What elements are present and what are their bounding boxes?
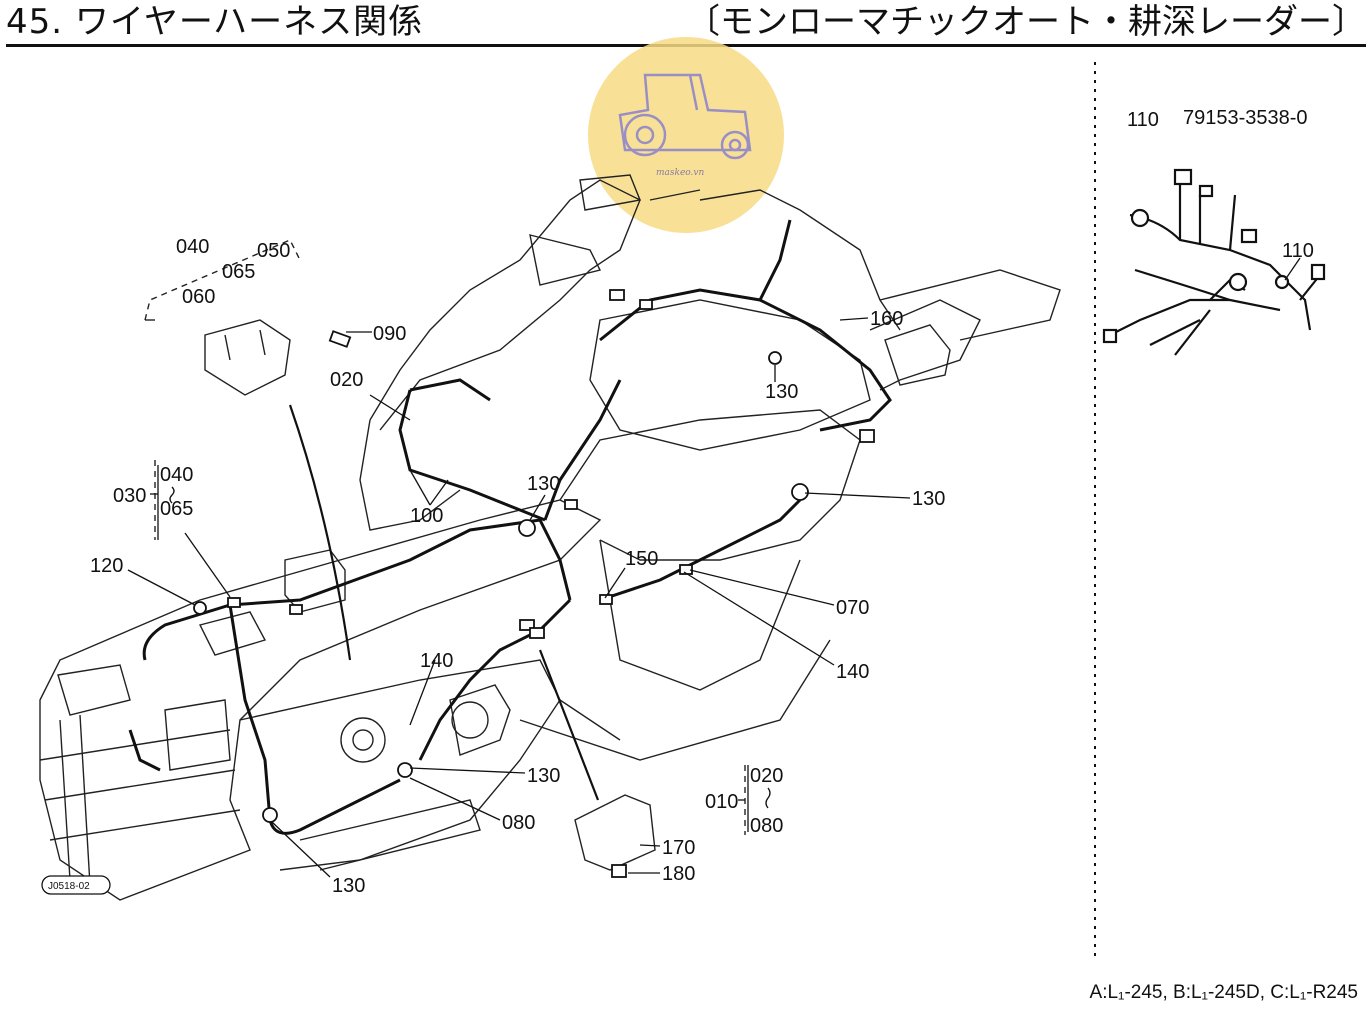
page-title: 45. ワイヤーハーネス関係 <box>6 2 424 42</box>
callout-080-range: 080 <box>750 815 783 837</box>
model-applicability: A:L₁-245, B:L₁-245D, C:L₁-R245 <box>1089 982 1358 1003</box>
watermark-text: maskeo.vn <box>656 168 705 178</box>
callout-130-rear: 130 <box>912 488 945 510</box>
callout-090: 090 <box>373 323 406 345</box>
callout-050: 050 <box>257 240 290 262</box>
inset-part-number: 79153-3538-0 <box>1183 107 1308 129</box>
callout-010: 010 <box>705 791 738 813</box>
callout-labels: 040 050 065 060 090 020 030 040 065 120 … <box>90 107 1314 897</box>
watermark: maskeo.vn <box>588 37 784 233</box>
connectors <box>193 289 875 878</box>
inset-leader <box>1284 257 1301 281</box>
callout-070: 070 <box>836 597 869 619</box>
range-brackets <box>150 465 771 832</box>
callout-140-engine: 140 <box>420 650 453 672</box>
callout-130-front: 130 <box>332 875 365 897</box>
drawing-number: J0518-02 <box>41 875 111 895</box>
callout-065: 065 <box>222 261 255 283</box>
callout-065-range: 065 <box>160 498 193 520</box>
callout-120: 120 <box>90 555 123 577</box>
leader-lines <box>127 317 911 878</box>
callout-040-range: 040 <box>160 464 193 486</box>
inset-part-label: 110 <box>1127 109 1159 131</box>
callout-020: 020 <box>330 369 363 391</box>
inset-callout-110: 110 <box>1282 240 1314 262</box>
callout-130-dash: 130 <box>527 473 560 495</box>
callout-140-frame: 140 <box>836 661 869 683</box>
callout-130-alternator: 130 <box>527 765 560 787</box>
callout-040: 040 <box>176 236 209 258</box>
harness-wiring <box>128 219 892 835</box>
callout-130-seat: 130 <box>765 381 798 403</box>
callout-150: 150 <box>625 548 658 570</box>
callout-100: 100 <box>410 505 443 527</box>
callout-170: 170 <box>662 837 695 859</box>
callout-020-range: 020 <box>750 765 783 787</box>
callout-160: 160 <box>870 308 903 330</box>
callout-180: 180 <box>662 863 695 885</box>
callout-030: 030 <box>113 485 146 507</box>
tractor-logo-icon <box>618 73 752 160</box>
callout-060: 060 <box>182 286 215 308</box>
callout-080: 080 <box>502 812 535 834</box>
page-subtitle: 〔モンローマチックオート・耕深レーダー〕 <box>686 2 1366 42</box>
drawing-number-text: J0518-02 <box>48 881 90 892</box>
inset-harness <box>1102 168 1326 356</box>
